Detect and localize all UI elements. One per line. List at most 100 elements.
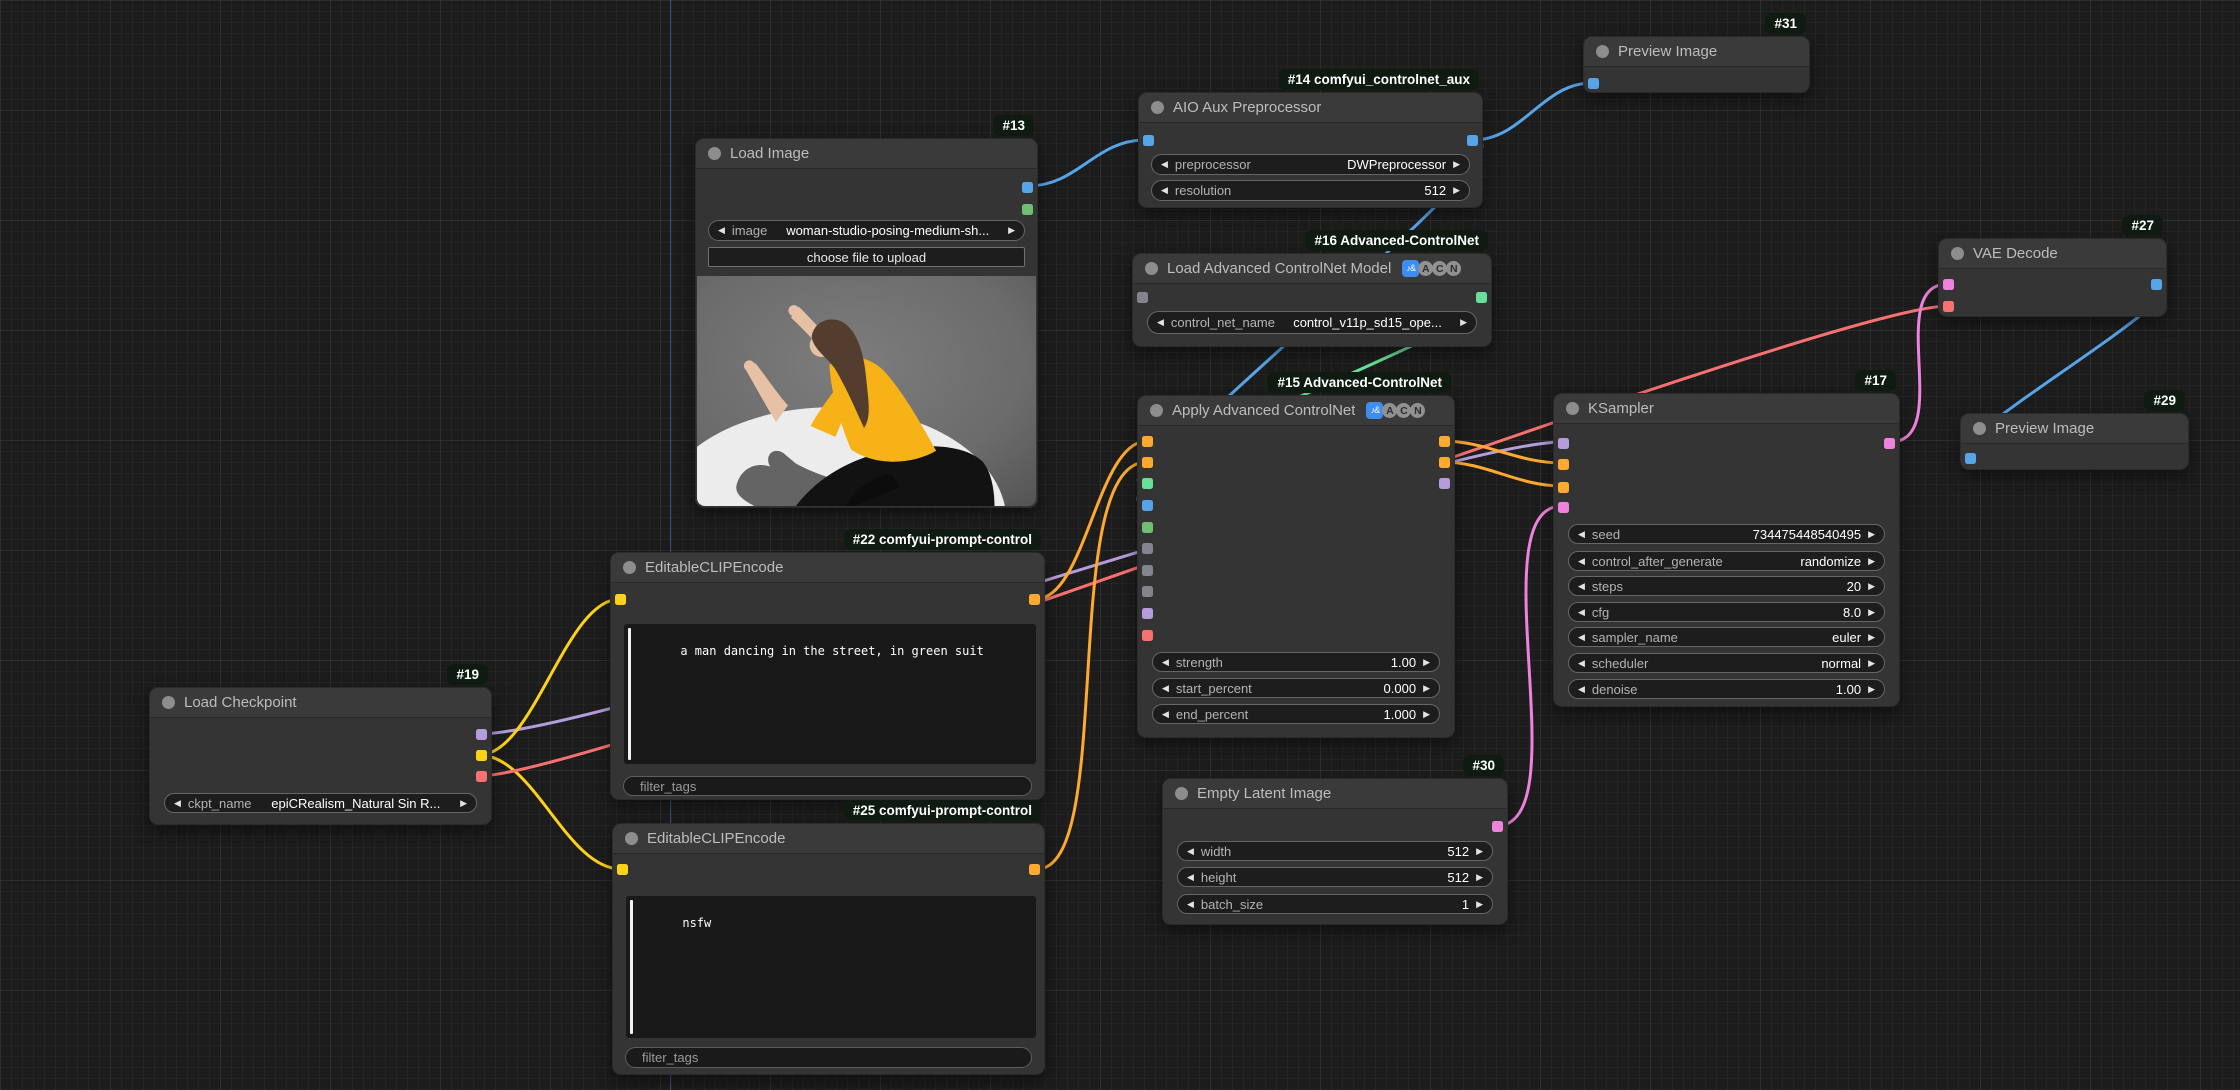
filter-tags-input[interactable] xyxy=(625,1047,1032,1068)
node-header[interactable]: EditableCLIPEncode xyxy=(611,553,1044,583)
node-editable-clip-encode-25[interactable]: #25 comfyui-prompt-control EditableCLIPE… xyxy=(612,823,1045,1075)
input-slot-images[interactable] xyxy=(1588,78,1599,89)
combo-left-arrow-icon[interactable]: ◀ xyxy=(1578,684,1585,695)
combo-right-arrow-icon[interactable]: ▶ xyxy=(1476,899,1483,910)
input-slot-clip[interactable] xyxy=(615,594,626,605)
input-slot-images[interactable] xyxy=(1965,453,1976,464)
end-percent-combo-widget[interactable]: ◀ end_percent 1.000 ▶ xyxy=(1152,704,1440,724)
node-load-advanced-controlnet-model[interactable]: #16 Advanced-ControlNet Load Advanced Co… xyxy=(1132,253,1492,347)
input-slot-positive[interactable] xyxy=(1142,436,1153,447)
control-net-name-combo-widget[interactable]: ◀ control_net_name control_v11p_sd15_ope… xyxy=(1147,311,1477,334)
collapse-dot-icon[interactable] xyxy=(162,696,175,709)
control-after-generate-combo-widget[interactable]: ◀ control_after_generate randomize ▶ xyxy=(1568,551,1885,571)
cfg-combo-widget[interactable]: ◀ cfg 8.0 ▶ xyxy=(1568,602,1885,622)
ckpt-name-combo-widget[interactable]: ◀ ckpt_name epiCRealism_Natural Sin R...… xyxy=(164,793,477,813)
node-empty-latent-image[interactable]: #30 Empty Latent Image ◀ width 512 ▶ ◀ h… xyxy=(1162,778,1508,925)
node-header[interactable]: VAE Decode xyxy=(1939,239,2166,269)
combo-right-arrow-icon[interactable]: ▶ xyxy=(1476,872,1483,883)
combo-right-arrow-icon[interactable]: ▶ xyxy=(1008,225,1015,236)
prompt-textarea[interactable]: nsfw xyxy=(626,896,1036,1038)
input-slot-vae[interactable] xyxy=(1943,301,1954,312)
output-slot-latent[interactable] xyxy=(1492,821,1503,832)
steps-combo-widget[interactable]: ◀ steps 20 ▶ xyxy=(1568,576,1885,596)
input-slot-latent-kf-override[interactable] xyxy=(1142,565,1153,576)
input-slot-positive[interactable] xyxy=(1558,459,1569,470)
combo-left-arrow-icon[interactable]: ◀ xyxy=(1187,872,1194,883)
collapse-dot-icon[interactable] xyxy=(623,561,636,574)
node-header[interactable]: AIO Aux Preprocessor xyxy=(1139,93,1482,123)
collapse-dot-icon[interactable] xyxy=(1150,404,1163,417)
combo-left-arrow-icon[interactable]: ◀ xyxy=(1187,899,1194,910)
combo-right-arrow-icon[interactable]: ▶ xyxy=(1868,529,1875,540)
input-slot-samples[interactable] xyxy=(1943,279,1954,290)
output-slot-vae[interactable] xyxy=(476,771,487,782)
combo-right-arrow-icon[interactable]: ▶ xyxy=(1423,657,1430,668)
node-ksampler[interactable]: #17 KSampler ◀ seed 734475448540495 ▶ ◀ … xyxy=(1553,393,1900,707)
collapse-dot-icon[interactable] xyxy=(625,832,638,845)
combo-right-arrow-icon[interactable]: ▶ xyxy=(1423,683,1430,694)
combo-right-arrow-icon[interactable]: ▶ xyxy=(1868,658,1875,669)
input-slot-vae-optional[interactable] xyxy=(1142,630,1153,641)
combo-left-arrow-icon[interactable]: ◀ xyxy=(718,225,725,236)
combo-left-arrow-icon[interactable]: ◀ xyxy=(1578,632,1585,643)
node-header[interactable]: Empty Latent Image xyxy=(1163,779,1507,809)
combo-left-arrow-icon[interactable]: ◀ xyxy=(1162,657,1169,668)
node-load-checkpoint[interactable]: #19 Load Checkpoint ◀ ckpt_name epiCReal… xyxy=(149,687,492,825)
combo-right-arrow-icon[interactable]: ▶ xyxy=(1476,846,1483,857)
input-slot-model[interactable] xyxy=(1558,438,1569,449)
input-slot-negative[interactable] xyxy=(1142,457,1153,468)
input-slot-image[interactable] xyxy=(1143,135,1154,146)
combo-right-arrow-icon[interactable]: ▶ xyxy=(1868,684,1875,695)
output-slot-control-net[interactable] xyxy=(1476,292,1487,303)
output-slot-clip[interactable] xyxy=(476,750,487,761)
node-header[interactable]: KSampler xyxy=(1554,394,1899,424)
combo-left-arrow-icon[interactable]: ◀ xyxy=(1578,658,1585,669)
height-combo-widget[interactable]: ◀ height 512 ▶ xyxy=(1177,867,1493,887)
choose-file-button[interactable]: choose file to upload xyxy=(708,247,1025,267)
input-slot-clip[interactable] xyxy=(617,864,628,875)
collapse-dot-icon[interactable] xyxy=(1151,101,1164,114)
node-header[interactable]: Load Advanced ControlNet Model ♪& A C N xyxy=(1133,254,1491,284)
combo-right-arrow-icon[interactable]: ▶ xyxy=(1868,581,1875,592)
node-editable-clip-encode-22[interactable]: #22 comfyui-prompt-control EditableCLIPE… xyxy=(610,552,1045,800)
sampler-name-combo-widget[interactable]: ◀ sampler_name euler ▶ xyxy=(1568,627,1885,647)
collapse-dot-icon[interactable] xyxy=(1951,247,1964,260)
combo-left-arrow-icon[interactable]: ◀ xyxy=(1157,317,1164,328)
output-slot-positive[interactable] xyxy=(1439,436,1450,447)
input-slot-negative[interactable] xyxy=(1558,482,1569,493)
preprocessor-combo-widget[interactable]: ◀ preprocessor DWPreprocessor ▶ xyxy=(1151,154,1470,175)
combo-right-arrow-icon[interactable]: ▶ xyxy=(1460,317,1467,328)
combo-left-arrow-icon[interactable]: ◀ xyxy=(1162,683,1169,694)
input-slot-image[interactable] xyxy=(1142,500,1153,511)
output-slot-latent[interactable] xyxy=(1884,438,1895,449)
collapse-dot-icon[interactable] xyxy=(1566,402,1579,415)
output-slot-conditioning[interactable] xyxy=(1029,864,1040,875)
node-header[interactable]: Preview Image xyxy=(1584,37,1809,67)
output-slot-conditioning[interactable] xyxy=(1029,594,1040,605)
collapse-dot-icon[interactable] xyxy=(1175,787,1188,800)
batch-size-combo-widget[interactable]: ◀ batch_size 1 ▶ xyxy=(1177,894,1493,914)
input-slot-timestep-keyframe[interactable] xyxy=(1137,292,1148,303)
collapse-dot-icon[interactable] xyxy=(1596,45,1609,58)
combo-right-arrow-icon[interactable]: ▶ xyxy=(1423,709,1430,720)
output-slot-negative[interactable] xyxy=(1439,457,1450,468)
combo-right-arrow-icon[interactable]: ▶ xyxy=(1453,185,1460,196)
node-header[interactable]: EditableCLIPEncode xyxy=(613,824,1044,854)
node-header[interactable]: Load Checkpoint xyxy=(150,688,491,718)
output-slot-model[interactable] xyxy=(476,729,487,740)
node-header[interactable]: Apply Advanced ControlNet ♪& A C N xyxy=(1138,396,1454,426)
width-combo-widget[interactable]: ◀ width 512 ▶ xyxy=(1177,841,1493,861)
output-slot-image[interactable] xyxy=(2151,279,2162,290)
node-header[interactable]: Load Image xyxy=(696,139,1037,169)
start-percent-combo-widget[interactable]: ◀ start_percent 0.000 ▶ xyxy=(1152,678,1440,698)
output-slot-model-opt[interactable] xyxy=(1439,478,1450,489)
input-slot-mask-optional[interactable] xyxy=(1142,522,1153,533)
seed-combo-widget[interactable]: ◀ seed 734475448540495 ▶ xyxy=(1568,524,1885,544)
collapse-dot-icon[interactable] xyxy=(708,147,721,160)
combo-left-arrow-icon[interactable]: ◀ xyxy=(1161,159,1168,170)
combo-left-arrow-icon[interactable]: ◀ xyxy=(1578,556,1585,567)
node-header[interactable]: Preview Image xyxy=(1961,414,2188,444)
output-slot-image[interactable] xyxy=(1467,135,1478,146)
scheduler-combo-widget[interactable]: ◀ scheduler normal ▶ xyxy=(1568,653,1885,673)
input-slot-latent-image[interactable] xyxy=(1558,502,1569,513)
